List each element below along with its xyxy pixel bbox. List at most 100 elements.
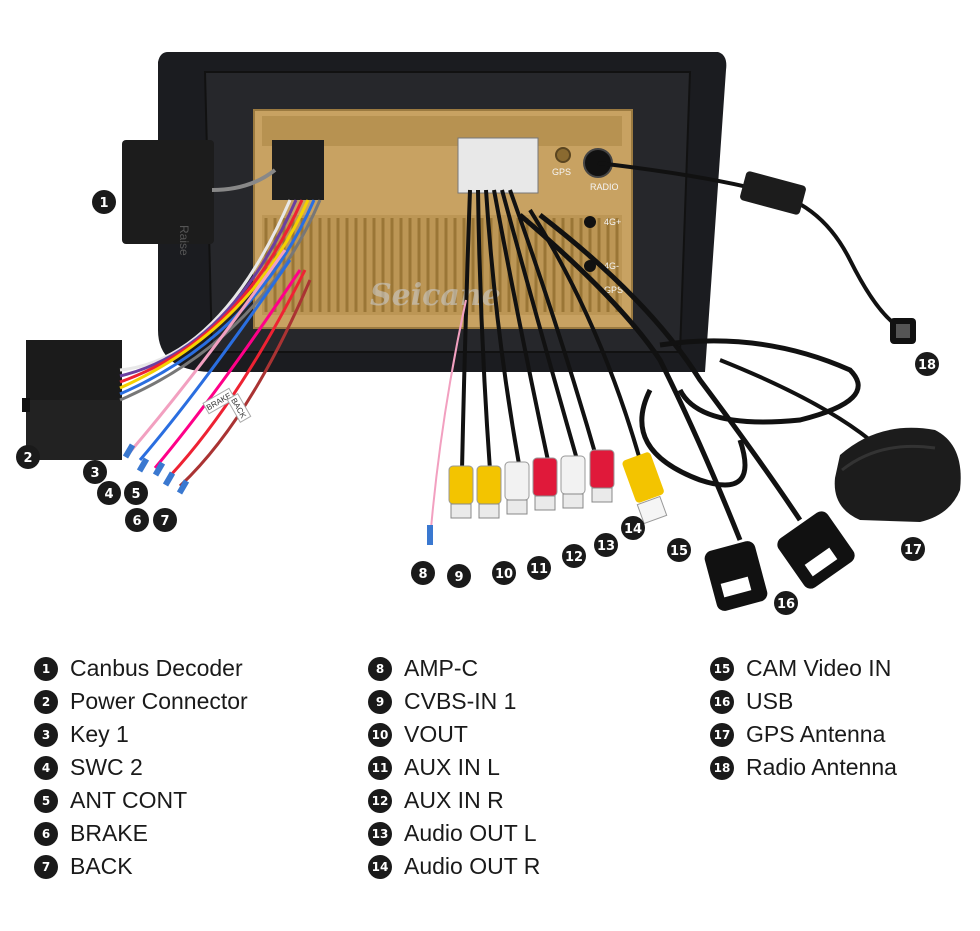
legend-number: 13: [368, 821, 392, 846]
amp-c-wire: [429, 299, 467, 541]
legend-label: AUX IN R: [404, 787, 504, 813]
callout-number: 5: [131, 487, 140, 502]
legend-label: BRAKE: [70, 820, 148, 846]
legend-label: AMP-C: [404, 655, 479, 681]
legend-label: Key 1: [70, 721, 129, 747]
lte-jack-1: [584, 216, 596, 228]
callout-marker-4: 4: [97, 481, 121, 505]
power-connector: [22, 340, 122, 460]
lte1-label: 4G+: [604, 217, 621, 227]
radio-antenna-plug: [890, 318, 916, 344]
callout-marker-13: 13: [594, 533, 618, 557]
legend-item: 17 GPS Antenna: [710, 718, 897, 751]
legend-number: 16: [710, 689, 734, 714]
callout-marker-11: 11: [527, 556, 551, 580]
callout-number: 15: [670, 544, 688, 559]
legend-label: Power Connector: [70, 688, 248, 714]
legend-number: 7: [34, 854, 58, 879]
wire-harness: [119, 199, 322, 488]
callout-marker-16: 16: [774, 591, 798, 615]
legend-number: 18: [710, 755, 734, 780]
amp-c-tip: [427, 525, 433, 545]
legend-label: SWC 2: [70, 754, 143, 780]
gps-jack: [555, 147, 571, 163]
legend-label: AUX IN L: [404, 754, 500, 780]
rca-plugs: [448, 449, 615, 519]
gps-antenna-puck: [834, 427, 961, 522]
callout-marker-9: 9: [447, 564, 471, 588]
legend-label: CAM Video IN: [746, 655, 892, 681]
usb-connector-a: [704, 541, 768, 611]
usb-cables: [518, 213, 861, 541]
callout-number: 13: [597, 539, 615, 554]
rca-plug: [448, 465, 474, 519]
legend-number: 2: [34, 689, 58, 714]
cam-plug: [622, 452, 668, 525]
callout-marker-3: 3: [83, 460, 107, 484]
callout-number: 12: [565, 550, 583, 565]
callout-number: 16: [777, 597, 795, 612]
legend-item: 5 ANT CONT: [34, 784, 248, 817]
legend-number: 17: [710, 722, 734, 747]
left-connector: [272, 140, 324, 200]
callout-number: 11: [530, 562, 548, 577]
callout-number: 9: [454, 570, 463, 585]
legend-number: 10: [368, 722, 392, 747]
callout-number: 1: [99, 196, 108, 211]
wire-tips: [122, 443, 190, 495]
legend-item: 16 USB: [710, 685, 897, 718]
legend-label: CVBS-IN 1: [404, 688, 517, 714]
usb-connector-b: [777, 511, 855, 589]
callout-marker-18: 18: [915, 352, 939, 376]
legend-number: 3: [34, 722, 58, 747]
callout-marker-12: 12: [562, 544, 586, 568]
lte2-label: 4G-: [604, 261, 619, 271]
legend-number: 14: [368, 854, 392, 879]
wiring-diagram: GPS RADIO 4G+ 4G- GPS Seicane Raise BRAK…: [16, 52, 961, 615]
radio-antenna-inline-box: [740, 171, 806, 215]
legend-number: 5: [34, 788, 58, 813]
legend-label: BACK: [70, 853, 133, 879]
legend-label: ANT CONT: [70, 787, 188, 813]
callout-number: 14: [624, 522, 642, 537]
rca-plug: [476, 465, 502, 519]
callout-number: 3: [90, 466, 99, 481]
main-connector: [457, 137, 539, 194]
callout-number: 6: [132, 514, 141, 529]
decoder-cable: [211, 168, 277, 192]
rca-plug: [504, 461, 530, 515]
decoder-label: Raise: [177, 225, 191, 256]
callout-marker-15: 15: [667, 538, 691, 562]
callout-number: 17: [904, 543, 922, 558]
callout-marker-7: 7: [153, 508, 177, 532]
callout-number: 8: [418, 567, 427, 582]
gps-label: GPS: [552, 167, 571, 177]
legend-number: 6: [34, 821, 58, 846]
callout-number: 18: [918, 358, 936, 373]
callout-number: 7: [160, 514, 169, 529]
rca-plug: [532, 457, 558, 511]
legend-label: Radio Antenna: [746, 754, 897, 780]
rca-plug: [589, 449, 615, 503]
callout-marker-8: 8: [411, 561, 435, 585]
legend-label: USB: [746, 688, 794, 714]
radio-label: RADIO: [590, 182, 619, 192]
callout-number: 2: [23, 451, 32, 466]
callout-marker-14: 14: [621, 516, 645, 540]
callout-number: 10: [495, 567, 513, 582]
callout-marker-6: 6: [125, 508, 149, 532]
rca-cables: [460, 189, 602, 471]
legend-label: GPS Antenna: [746, 721, 886, 747]
callout-marker-17: 17: [901, 537, 925, 561]
